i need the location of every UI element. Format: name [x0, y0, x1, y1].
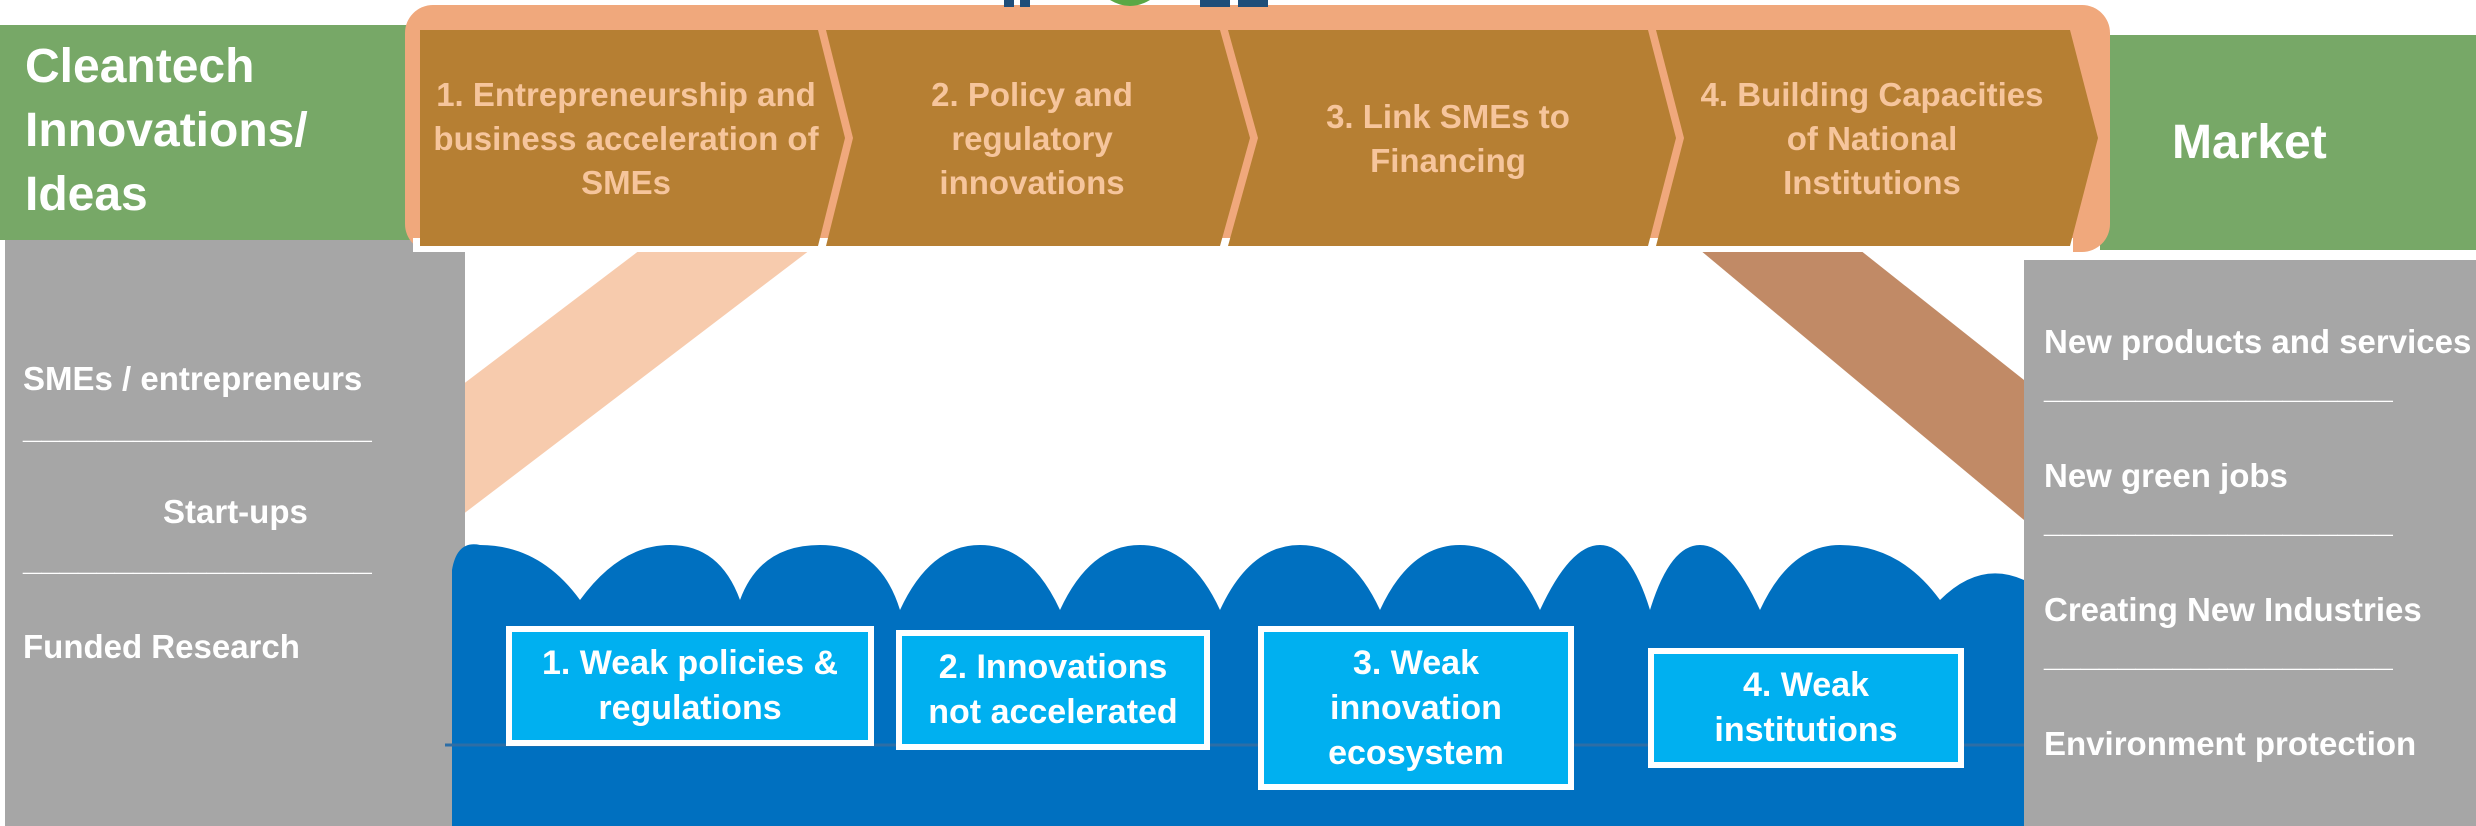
step-3-chevron	[1228, 30, 1676, 246]
right-support-beam	[1700, 250, 2024, 520]
step-1-chevron	[420, 30, 845, 246]
step-1-label-line-2: business acceleration of	[433, 120, 819, 157]
step-4-chevron	[1656, 30, 2098, 246]
step-1-label-line-3: SMEs	[581, 164, 671, 201]
left-item-research: Funded Research	[23, 628, 300, 665]
problem-box-2: 2. Innovations not accelerated	[896, 630, 1210, 750]
left-header-line-3: Ideas	[25, 168, 148, 221]
problem-box-4: 4. Weak institutions	[1648, 648, 1964, 768]
left-item-startups: Start-ups	[163, 493, 308, 530]
right-separator-3: ___________________	[2044, 636, 2393, 673]
step-2-label-line-1: 2. Policy and	[931, 76, 1133, 113]
problem-1-line-1: 1. Weak policies &	[541, 644, 839, 682]
step-4-label-line-3: Institutions	[1783, 164, 1961, 201]
step-2-chevron	[826, 30, 1250, 246]
problem-box-3: 3. Weak innovation ecosystem	[1258, 626, 1574, 790]
right-item-environment: Environment protection	[2044, 725, 2417, 762]
problem-2-line-1: 2. Innovations	[938, 648, 1168, 686]
right-separator-1: ___________________	[2044, 368, 2393, 405]
left-header: Cleantech Innovations/ Ideas	[0, 25, 420, 240]
right-item-products: New products and services	[2044, 323, 2472, 360]
problem-1-line-2: regulations	[598, 689, 782, 727]
left-header-line-2: Innovations/	[25, 104, 308, 157]
step-4-label-line-2: of National	[1787, 120, 1958, 157]
step-2-label-line-3: innovations	[939, 164, 1124, 201]
problem-3-line-1: 3. Weak	[1352, 643, 1479, 682]
problem-box-1: 1. Weak policies & regulations	[506, 626, 874, 746]
right-item-industries: Creating New Industries	[2044, 591, 2422, 628]
logo-fragment	[1004, 0, 1268, 7]
problem-3-line-2: innovation	[1330, 688, 1502, 727]
step-3-label-line-1: 3. Link SMEs to	[1326, 98, 1570, 135]
step-2-label-line-2: regulatory	[951, 120, 1113, 157]
right-panel: New products and services ______________…	[2024, 260, 2476, 826]
step-3-label-line-2: Financing	[1370, 142, 1526, 179]
right-header: Market	[2100, 35, 2476, 250]
left-panel: SMEs / entrepreneurs ___________________…	[5, 240, 465, 826]
right-separator-2: ___________________	[2044, 502, 2393, 539]
problem-2-line-2: not accelerated	[928, 693, 1178, 731]
market-label: Market	[2172, 116, 2327, 169]
left-header-line-1: Cleantech	[25, 40, 255, 93]
step-4-label-line-1: 4. Building Capacities	[1701, 76, 2044, 113]
left-support-beam	[462, 250, 810, 515]
problem-3-line-3: ecosystem	[1328, 733, 1504, 772]
problem-4-line-1: 4. Weak	[1742, 666, 1869, 704]
water-waves	[452, 544, 2024, 826]
step-1-label-line-1: 1. Entrepreneurship and	[436, 76, 816, 113]
step-labels: 1. Entrepreneurship and business accelera…	[433, 76, 2043, 201]
left-separator-2: ___________________	[23, 540, 372, 577]
left-item-smes: SMEs / entrepreneurs	[23, 360, 363, 397]
problem-4-line-2: institutions	[1714, 711, 1898, 749]
left-separator-1: ___________________	[23, 408, 372, 445]
right-item-jobs: New green jobs	[2044, 457, 2288, 494]
